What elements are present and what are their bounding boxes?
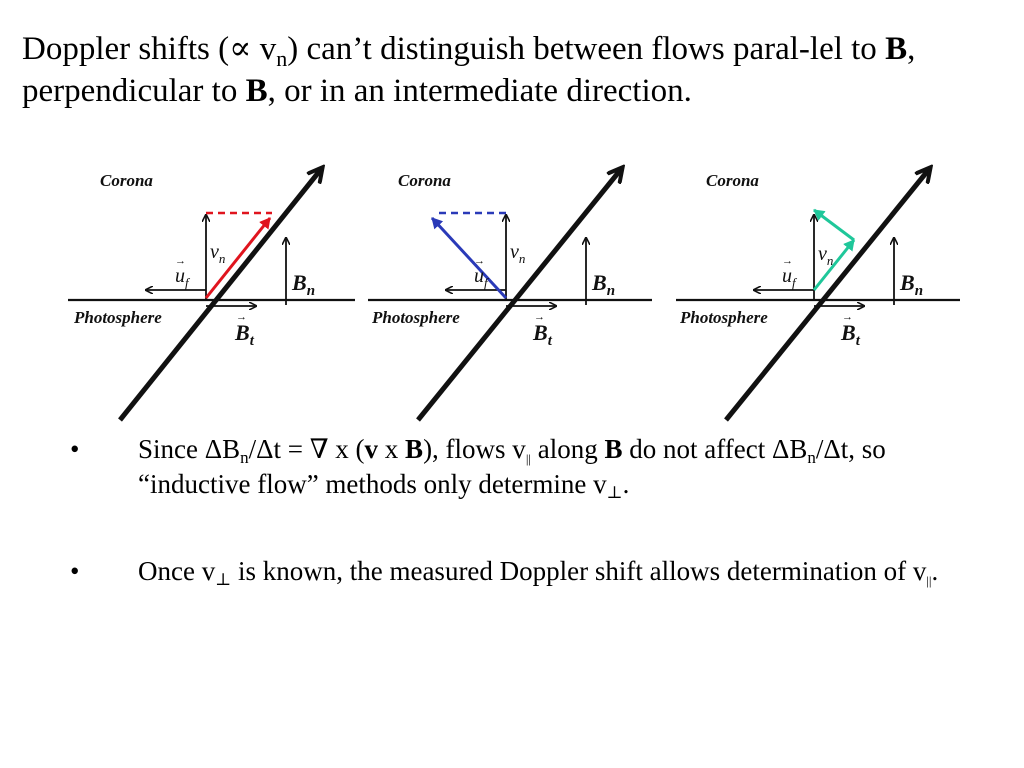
subscript: n bbox=[240, 448, 249, 467]
bullet-text: do not affect ΔB bbox=[622, 434, 808, 464]
flow-vector-blue bbox=[430, 216, 508, 300]
bold-b: B bbox=[604, 434, 623, 464]
bt-vector-mark: → bbox=[236, 311, 247, 323]
bullet-text: Once v bbox=[138, 556, 216, 586]
proportional-symbol: ∝ bbox=[229, 31, 252, 67]
vn-label: vn bbox=[818, 243, 833, 268]
flow-vector-red bbox=[204, 217, 272, 299]
title-subscript: n bbox=[276, 46, 288, 71]
bt-vector-mark: → bbox=[534, 311, 545, 323]
title-text: ) can’t distinguish between flows paral-… bbox=[287, 31, 886, 67]
bullet-list: • Since ΔBn/Δt = ∇ x (v x B), flows v|| … bbox=[60, 432, 960, 641]
panel-perpendicular-svg: Corona Photosphere vn uf → Bn Bt → bbox=[368, 160, 652, 422]
flow-diagram: Corona Photosphere vn uf → Bn Bt → bbox=[60, 160, 970, 430]
bn-label: Bn bbox=[591, 270, 615, 299]
bullet-text: along bbox=[531, 434, 605, 464]
title-text: v bbox=[251, 31, 277, 67]
corona-label: Corona bbox=[100, 171, 153, 190]
title-text: , or in an intermediate direction. bbox=[267, 73, 692, 109]
bullet-text: /Δt, so “inductive flow” methods only de… bbox=[138, 434, 886, 499]
bold-b: B bbox=[405, 434, 424, 464]
field-line-arrow bbox=[416, 168, 622, 422]
bullet-text: is known, the measured Doppler shift all… bbox=[231, 556, 927, 586]
panel-perpendicular: Corona Photosphere vn uf → Bn Bt → bbox=[360, 160, 660, 430]
field-line-arrow bbox=[118, 168, 322, 422]
flow-vector-green bbox=[813, 208, 855, 242]
bn-label: Bn bbox=[291, 270, 315, 299]
subscript: || bbox=[926, 573, 932, 588]
uf-vector-mark: → bbox=[175, 255, 186, 267]
corona-label: Corona bbox=[706, 171, 759, 190]
bullet-text: /Δt = ∇ x ( bbox=[248, 434, 365, 464]
subscript: ⊥ bbox=[215, 570, 232, 589]
panel-intermediate-svg: Corona Photosphere vn uf → Bn Bt → bbox=[676, 160, 960, 422]
bn-label: Bn bbox=[899, 270, 923, 299]
uf-vector-mark: → bbox=[474, 255, 485, 267]
flow-component-green bbox=[812, 239, 856, 291]
photosphere-label: Photosphere bbox=[73, 308, 162, 327]
bullet-marker: • bbox=[70, 434, 80, 464]
bt-label: Bt bbox=[840, 320, 861, 349]
panel-intermediate: Corona Photosphere vn uf → Bn Bt → bbox=[668, 160, 968, 430]
title-text: , perpendicular to bbox=[22, 31, 916, 109]
bullet-text: ), flows v bbox=[423, 434, 526, 464]
photosphere-label: Photosphere bbox=[679, 308, 768, 327]
bt-label: Bt bbox=[532, 320, 553, 349]
field-line-arrow bbox=[724, 168, 930, 422]
title-text: Doppler shifts ( bbox=[22, 31, 230, 67]
bullet-text: . bbox=[931, 556, 939, 586]
bullet-text: Since ΔB bbox=[138, 434, 241, 464]
bullet-text: x bbox=[378, 434, 406, 464]
uf-label: uf bbox=[782, 265, 798, 290]
photosphere-label: Photosphere bbox=[371, 308, 460, 327]
bt-vector-mark: → bbox=[842, 311, 853, 323]
bullet-item: • Once v⊥ is known, the measured Doppler… bbox=[60, 554, 960, 589]
title-bold-b: B bbox=[885, 31, 908, 67]
subscript: ⊥ bbox=[606, 483, 623, 502]
bullet-item: • Since ΔBn/Δt = ∇ x (v x B), flows v|| … bbox=[60, 432, 960, 502]
bullet-text: . bbox=[622, 469, 630, 499]
subscript: || bbox=[525, 451, 532, 466]
bullet-marker: • bbox=[70, 556, 80, 586]
uf-vector-mark: → bbox=[782, 255, 793, 267]
subscript: n bbox=[807, 448, 816, 467]
corona-label: Corona bbox=[398, 171, 451, 190]
uf-label: uf bbox=[175, 265, 191, 290]
panel-parallel-svg: Corona Photosphere vn uf → Bn Bt → bbox=[68, 160, 355, 422]
title-bold-b: B bbox=[245, 73, 268, 109]
uf-label: uf bbox=[474, 265, 490, 290]
slide-title: Doppler shifts (∝ vn) can’t distinguish … bbox=[22, 28, 1007, 112]
vn-label: vn bbox=[510, 241, 525, 266]
bold-v: v bbox=[364, 434, 379, 464]
bt-label: Bt bbox=[234, 320, 255, 349]
panel-parallel: Corona Photosphere vn uf → Bn Bt → bbox=[60, 160, 360, 430]
vn-label: vn bbox=[210, 241, 225, 266]
